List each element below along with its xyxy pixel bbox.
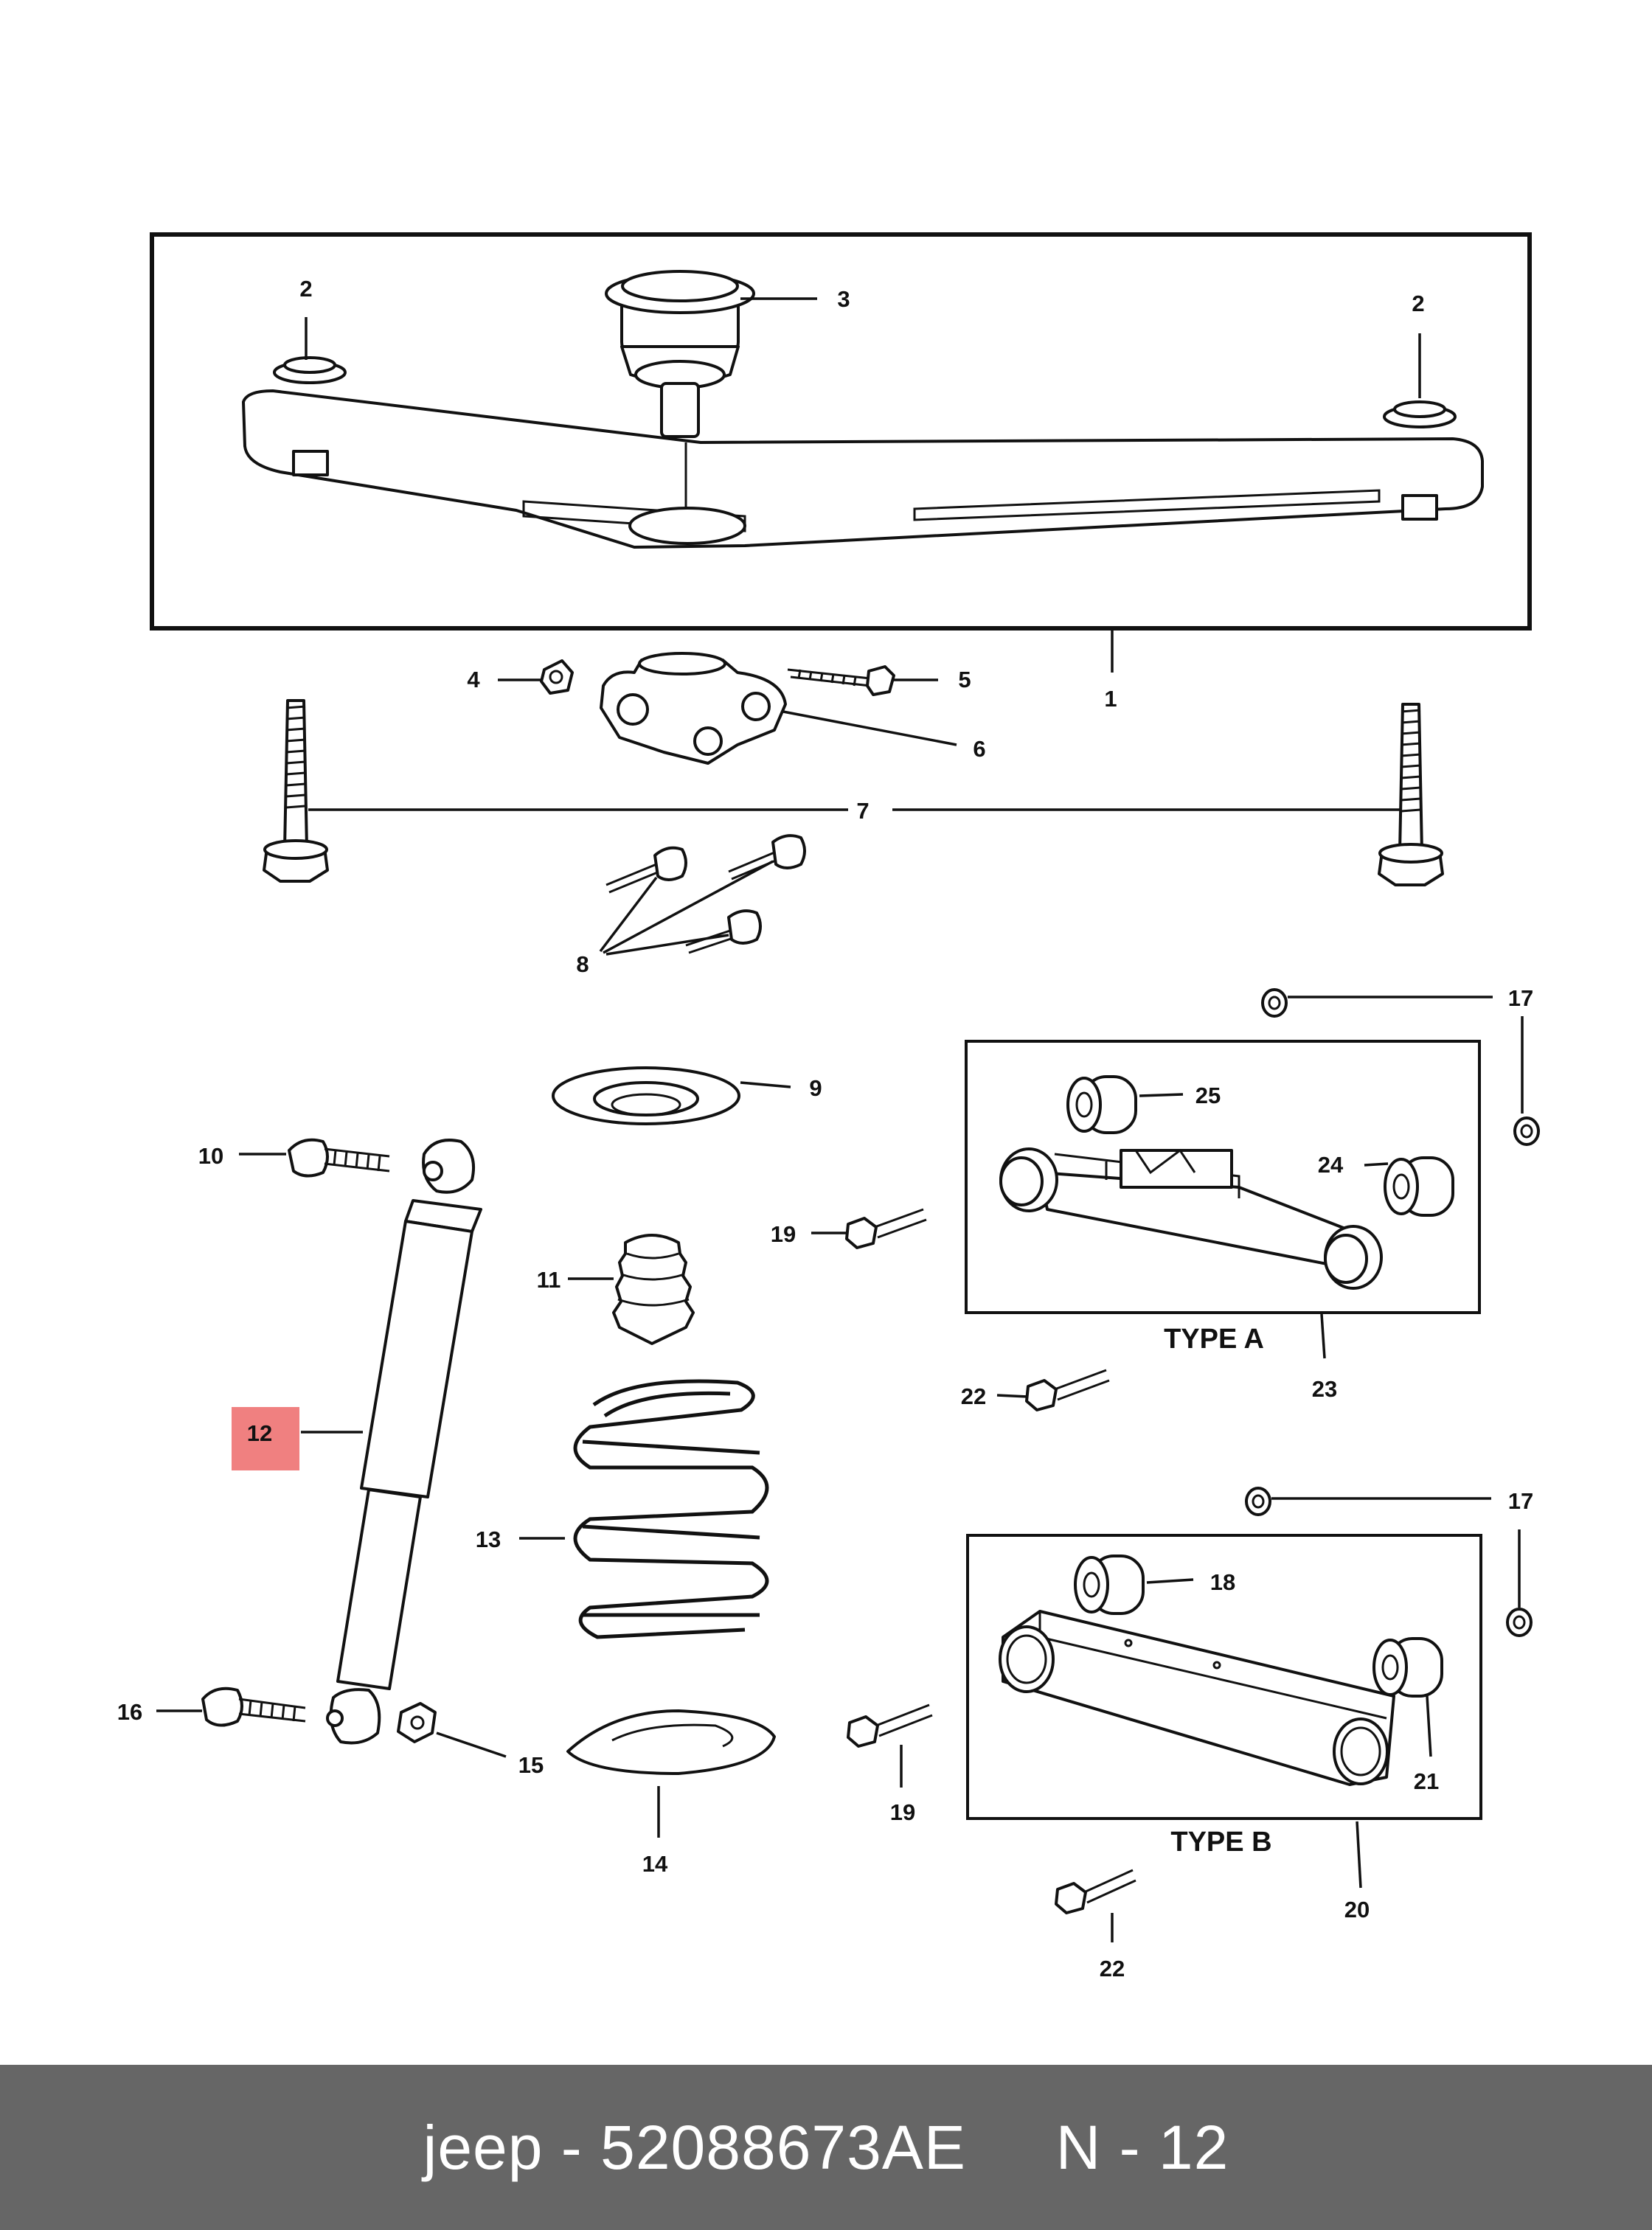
ball-joint xyxy=(605,270,755,438)
callout-24: 24 xyxy=(1318,1152,1344,1178)
type-b-frame xyxy=(966,1534,1482,1820)
bolt-5 xyxy=(787,665,895,696)
callout-17-a: 17 xyxy=(1508,985,1533,1011)
spring-seat-9 xyxy=(552,1066,740,1125)
type-a-label: TYPE A xyxy=(1164,1324,1264,1355)
callout-15: 15 xyxy=(518,1752,544,1778)
spring-isolator-14 xyxy=(566,1709,776,1775)
bolt-7-left xyxy=(263,699,329,883)
callout-9: 9 xyxy=(809,1075,822,1101)
bolt-19-a xyxy=(845,1208,927,1249)
callout-23: 23 xyxy=(1312,1376,1337,1402)
callout-18: 18 xyxy=(1210,1569,1235,1595)
callout-2-left: 2 xyxy=(299,276,312,302)
callout-5: 5 xyxy=(958,667,971,692)
callout-14: 14 xyxy=(642,1851,668,1877)
bracket-6 xyxy=(600,652,787,765)
washer-17-a xyxy=(1261,988,1288,1018)
callout-20: 20 xyxy=(1344,1897,1370,1922)
washer-17-c xyxy=(1245,1487,1271,1516)
callout-3: 3 xyxy=(837,286,850,312)
callout-1: 1 xyxy=(1104,686,1117,712)
parts-diagram: 1 2 2 3 4 5 6 7 8 9 10 11 12 13 14 15 16… xyxy=(117,232,1540,1981)
bushing-21 xyxy=(1372,1637,1443,1698)
callout-19-b: 19 xyxy=(890,1799,915,1825)
control-arm-frame xyxy=(150,232,1532,631)
bushing-25 xyxy=(1066,1075,1137,1134)
nut-15 xyxy=(397,1702,437,1743)
washer-17-d xyxy=(1506,1608,1533,1637)
callout-11: 11 xyxy=(537,1267,561,1293)
callout-2-right: 2 xyxy=(1412,291,1424,316)
callout-22-a: 22 xyxy=(961,1383,986,1409)
upper-control-arm xyxy=(242,356,1484,549)
bolt-22-b xyxy=(1055,1869,1136,1914)
shock-absorber-12 xyxy=(326,1139,482,1745)
callout-10: 10 xyxy=(198,1143,223,1169)
bushing-18 xyxy=(1074,1555,1145,1615)
footer-part-number: jeep - 52088673AE N - 12 xyxy=(423,2112,1229,2182)
callout-19-a: 19 xyxy=(771,1221,796,1247)
bolt-16 xyxy=(201,1687,306,1727)
leader-lines xyxy=(156,297,1524,1942)
washer-17-b xyxy=(1513,1116,1540,1146)
footer-bar: jeep - 52088673AE N - 12 xyxy=(0,2065,1652,2230)
bolts-8 xyxy=(605,834,806,954)
callout-12: 12 xyxy=(247,1420,272,1446)
callout-17-b: 17 xyxy=(1508,1488,1533,1514)
coil-spring-13 xyxy=(573,1379,769,1639)
type-b-link xyxy=(999,1610,1395,1786)
callout-16: 16 xyxy=(117,1699,142,1725)
callout-4: 4 xyxy=(467,667,480,692)
bolt-19-b xyxy=(847,1703,933,1748)
nut-4 xyxy=(540,659,574,695)
callout-25: 25 xyxy=(1195,1083,1221,1108)
bolt-22-a xyxy=(1025,1369,1110,1411)
type-b-label: TYPE B xyxy=(1170,1827,1271,1858)
callout-8: 8 xyxy=(576,951,589,977)
bushing-24 xyxy=(1384,1156,1454,1217)
callout-6: 6 xyxy=(973,736,985,762)
callout-7: 7 xyxy=(856,798,869,824)
type-a-frame xyxy=(965,1040,1481,1314)
bolt-7-right xyxy=(1378,703,1444,886)
highlight-box xyxy=(232,1407,299,1470)
type-a-link xyxy=(999,1147,1383,1290)
callout-22-b: 22 xyxy=(1100,1956,1125,1981)
bump-stop-11 xyxy=(612,1234,695,1345)
callout-21: 21 xyxy=(1414,1768,1439,1794)
bolt-10 xyxy=(288,1138,390,1178)
callout-13: 13 xyxy=(476,1526,501,1552)
